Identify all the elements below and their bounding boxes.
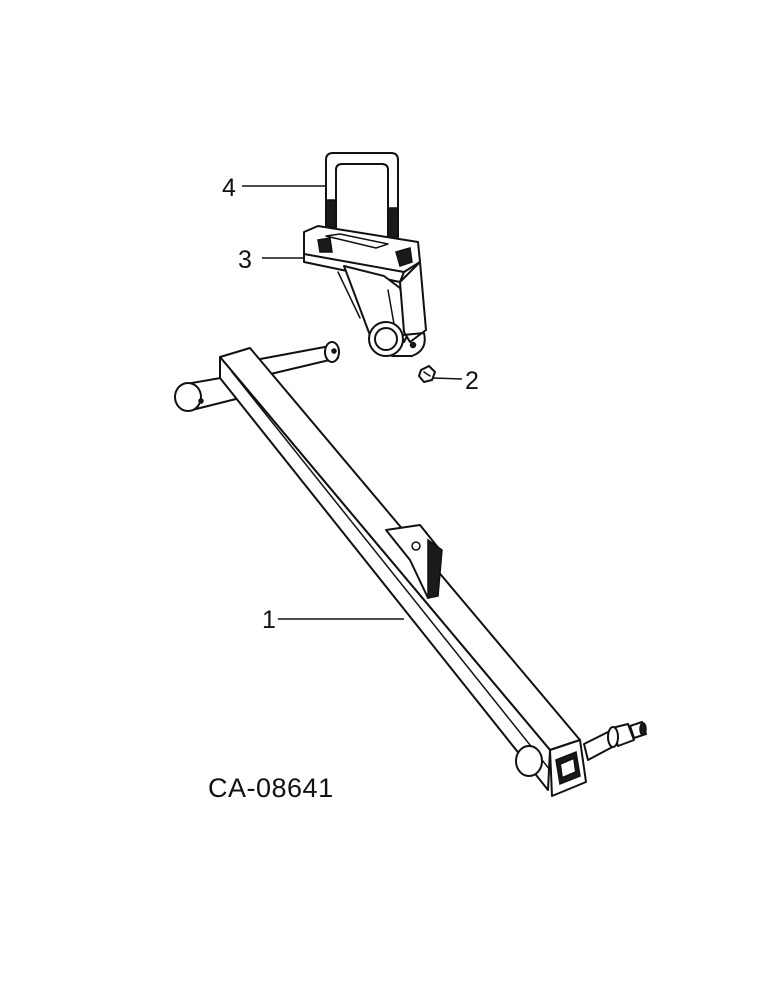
u-bolt [325,152,399,241]
callout-3: 3 [238,246,252,274]
callout-4: 4 [222,174,236,202]
pivot-bracket [303,225,427,357]
figure-id-label: CA-08641 [208,773,334,803]
callout-1: 1 [262,606,276,634]
callout-2: 2 [465,367,479,395]
grease-fitting [418,365,436,383]
axle-beam [174,341,647,797]
leader-2 [432,377,463,380]
